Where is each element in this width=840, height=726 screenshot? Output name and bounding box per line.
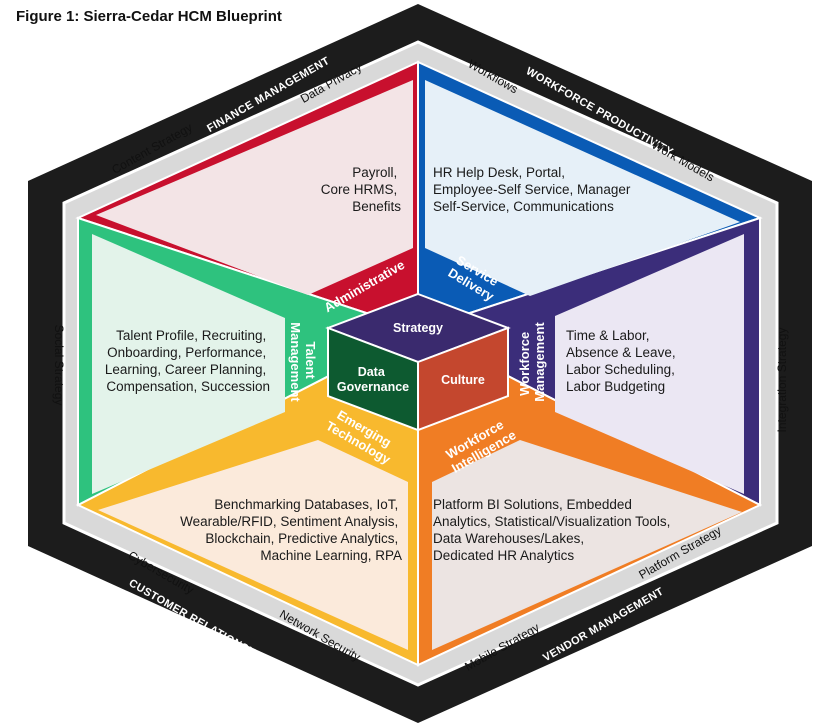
text-line: Core HRMS, (321, 182, 398, 197)
text-line: Labor Budgeting (566, 379, 665, 394)
workforce-management-band-label: Workforce Management (517, 322, 547, 402)
text-line: Platform BI Solutions, Embedded (433, 497, 632, 512)
text-line: Learning, Career Planning, (105, 362, 266, 377)
text-line: Absence & Leave, (566, 345, 676, 360)
text-line: Self-Service, Communications (433, 199, 614, 214)
band-line: Management (532, 322, 547, 402)
service-delivery-panel (425, 80, 740, 296)
text-line: HR Help Desk, Portal, (433, 165, 565, 180)
social-strategy-label: Social Strategy (52, 325, 66, 406)
text-line: Wearable/RFID, Sentiment Analysis, (180, 514, 398, 529)
talent-management-text: Talent Profile, Recruiting, Onboarding, … (105, 328, 270, 394)
emerging-technology-panel (98, 440, 408, 650)
administrative-panel (96, 80, 413, 295)
text-line: Employee-Self Service, Manager (433, 182, 631, 197)
text-line: Benchmarking Databases, IoT, (214, 497, 398, 512)
workforce-management-text: Time & Labor, Absence & Leave, Labor Sch… (566, 328, 679, 394)
service-delivery-text: HR Help Desk, Portal, Employee-Self Serv… (433, 165, 634, 214)
text-line: Payroll, (352, 165, 397, 180)
cube-right-face (417, 326, 509, 432)
band-line: Workforce (517, 332, 532, 396)
text-line: Benefits (352, 199, 401, 214)
text-line: Dedicated HR Analytics (433, 548, 574, 563)
band-line: Management (288, 322, 303, 402)
band-line: Talent (303, 342, 318, 380)
cube-label-line: Governance (337, 380, 409, 394)
administrative-text: Payroll, Core HRMS, Benefits (321, 165, 402, 214)
text-line: Analytics, Statistical/Visualization Too… (433, 514, 670, 529)
cube-label-line: Data (358, 365, 386, 379)
figure-title: Figure 1: Sierra-Cedar HCM Blueprint (16, 8, 282, 25)
talent-management-band-label: Talent Management (288, 322, 318, 402)
text-line: Onboarding, Performance, (107, 345, 266, 360)
workforce-management-panel (555, 234, 744, 494)
text-line: Labor Scheduling, (566, 362, 675, 377)
text-line: Data Warehouses/Lakes, (433, 531, 584, 546)
integration-strategy-label: Integration Strategy (775, 328, 789, 433)
text-line: Time & Labor, (566, 328, 650, 343)
workforce-intelligence-text: Platform BI Solutions, Embedded Analytic… (433, 497, 674, 563)
text-line: Talent Profile, Recruiting, (116, 328, 266, 343)
cube-data-governance-label: Data Governance (337, 365, 409, 394)
emerging-technology-text: Benchmarking Databases, IoT, Wearable/RF… (180, 497, 402, 563)
svg-text:Social Strategy: Social Strategy (52, 325, 66, 406)
svg-text:Integration Strategy: Integration Strategy (775, 328, 789, 433)
text-line: Blockchain, Predictive Analytics, (205, 531, 398, 546)
talent-management-panel (92, 234, 285, 494)
text-line: Machine Learning, RPA (260, 548, 402, 563)
workforce-intelligence-panel (432, 440, 742, 650)
text-line: Compensation, Succession (106, 379, 270, 394)
cube-culture-label: Culture (441, 373, 485, 387)
cube-strategy-label: Strategy (393, 321, 443, 335)
